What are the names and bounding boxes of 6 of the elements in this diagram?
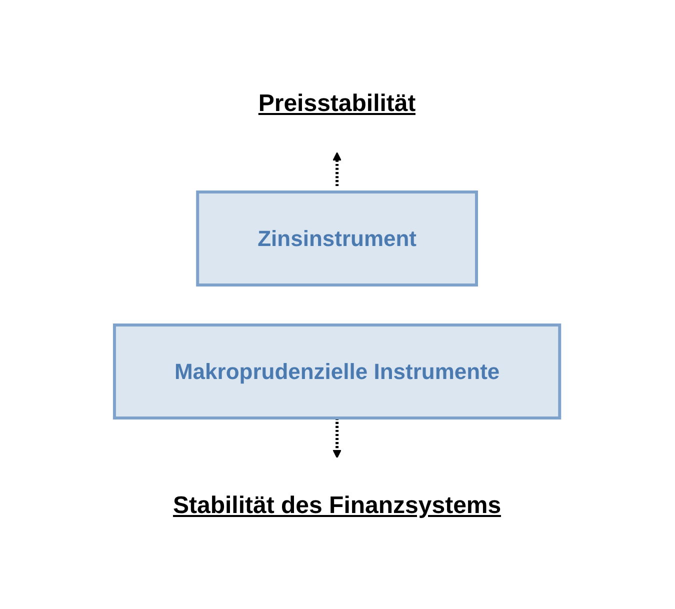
node-box: Makroprudenzielle Instrumente	[113, 323, 562, 419]
node-text: Preisstabilität	[258, 90, 416, 116]
arrow	[333, 152, 342, 188]
arrow	[333, 418, 342, 458]
node-text: Stabilität des Finanzsystems	[173, 492, 502, 518]
node-box: Zinsinstrument	[196, 190, 478, 286]
